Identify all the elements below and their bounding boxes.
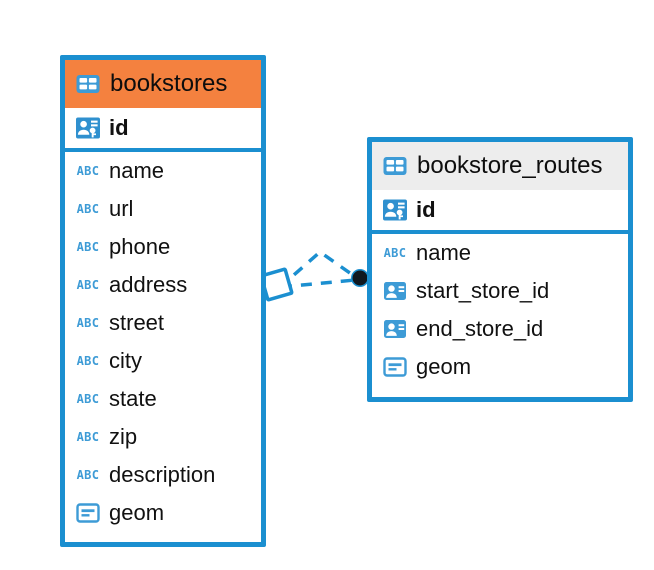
svg-text:ABC: ABC: [77, 392, 100, 406]
table-row[interactable]: ABC url: [65, 190, 261, 228]
table-row[interactable]: end_store_id: [372, 310, 628, 348]
table-row[interactable]: ABC description: [65, 456, 261, 494]
column-label: phone: [109, 234, 171, 259]
column-label: url: [109, 196, 134, 221]
table-icon: [75, 71, 101, 97]
primary-key-icon: [382, 197, 408, 223]
entity-header-bookstore-routes[interactable]: bookstore_routes: [372, 142, 628, 190]
svg-text:ABC: ABC: [77, 202, 100, 216]
abc-text-icon: ABC: [75, 348, 101, 374]
entity-header-bookstores[interactable]: bookstores: [65, 60, 261, 108]
primary-key-icon: [75, 115, 101, 141]
column-label: name: [416, 240, 472, 265]
abc-text-icon: ABC: [382, 240, 408, 266]
filled-circle-marker[interactable]: [351, 269, 369, 287]
svg-text:ABC: ABC: [77, 468, 100, 482]
geometry-icon: [75, 500, 101, 526]
column-label: start_store_id: [416, 278, 550, 303]
abc-text-icon: ABC: [75, 424, 101, 450]
relationship-edge-upper[interactable]: [277, 249, 359, 290]
geometry-icon: [382, 354, 408, 380]
entity-columns-bookstore-routes: id ABC name start_store_id: [372, 190, 628, 386]
table-row[interactable]: geom: [372, 348, 628, 386]
abc-text-icon: ABC: [75, 386, 101, 412]
column-label: address: [109, 272, 188, 297]
column-label: city: [109, 348, 142, 373]
svg-text:ABC: ABC: [77, 354, 100, 368]
table-row[interactable]: id: [372, 190, 628, 234]
svg-text:ABC: ABC: [384, 246, 407, 260]
column-label: geom: [416, 354, 472, 379]
table-row[interactable]: ABC city: [65, 342, 261, 380]
abc-text-icon: ABC: [75, 310, 101, 336]
table-row[interactable]: id: [65, 108, 261, 152]
abc-text-icon: ABC: [75, 462, 101, 488]
table-row[interactable]: ABC name: [65, 152, 261, 190]
table-row[interactable]: geom: [65, 494, 261, 532]
column-label: end_store_id: [416, 316, 544, 341]
abc-text-icon: ABC: [75, 158, 101, 184]
svg-text:ABC: ABC: [77, 316, 100, 330]
foreign-key-icon: [382, 278, 408, 304]
entity-title: bookstore_routes: [417, 152, 603, 179]
entity-columns-bookstores: id ABC name ABC url ABC: [65, 108, 261, 532]
entity-table-bookstores[interactable]: bookstores id ABC: [60, 55, 266, 547]
abc-text-icon: ABC: [75, 272, 101, 298]
table-row[interactable]: ABC phone: [65, 228, 261, 266]
column-label: name: [109, 158, 165, 183]
relationship-edge-lower[interactable]: [280, 278, 356, 289]
table-icon: [382, 153, 408, 179]
svg-text:ABC: ABC: [77, 278, 100, 292]
column-label: id: [416, 197, 436, 222]
entity-title: bookstores: [110, 70, 228, 97]
table-row[interactable]: ABC zip: [65, 418, 261, 456]
abc-text-icon: ABC: [75, 234, 101, 260]
table-row[interactable]: ABC street: [65, 304, 261, 342]
column-label: description: [109, 462, 216, 487]
column-label: state: [109, 386, 157, 411]
column-label: id: [109, 115, 129, 140]
table-row[interactable]: ABC address: [65, 266, 261, 304]
table-row[interactable]: ABC name: [372, 234, 628, 272]
table-row[interactable]: start_store_id: [372, 272, 628, 310]
table-row[interactable]: ABC state: [65, 380, 261, 418]
svg-text:ABC: ABC: [77, 430, 100, 444]
abc-text-icon: ABC: [75, 196, 101, 222]
column-label: zip: [109, 424, 138, 449]
foreign-key-icon: [382, 316, 408, 342]
svg-text:ABC: ABC: [77, 164, 100, 178]
svg-text:ABC: ABC: [77, 240, 100, 254]
column-label: geom: [109, 500, 165, 525]
entity-table-bookstore-routes[interactable]: bookstore_routes id ABC: [367, 137, 633, 402]
column-label: street: [109, 310, 165, 335]
